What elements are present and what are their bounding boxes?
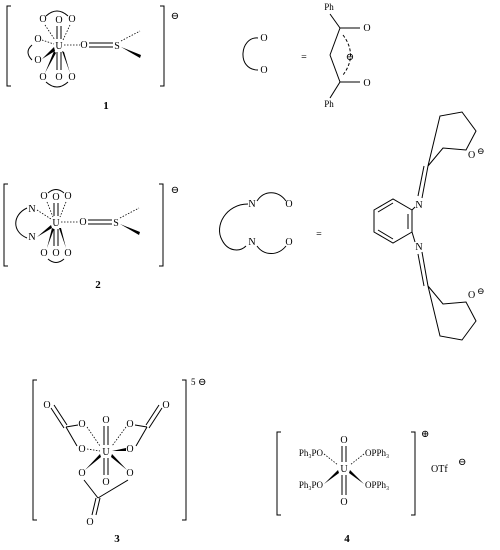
compound-4-ph3po-3: OPPh₃ [365,448,389,458]
ligand-key-2-phenolate-charge-bottom: ⊖ [477,286,485,296]
compound-2-charge: ⊖ [171,185,179,196]
compound-3-carbonate-o-8: O [126,468,133,479]
compound-1-oxo-top: O [55,15,62,26]
compound-4: ⊕ U O O Ph₃PO Ph₃PO OPPh₃ OPPh₃ OTf ⊖ 4 [276,429,466,545]
compound-2-bracket-right [159,183,164,267]
ligand-key-1-o-carbonyl-2: O [363,78,370,89]
compound-3-uranium: U [102,447,110,458]
compound-3-oxo-bottom: O [102,477,109,488]
compound-4-oxo-bottom: O [340,497,347,508]
ligand-key-1-charge: ⊖ [346,52,354,63]
ligand-key-2-phenolate-o-bottom: O [468,290,475,301]
compound-3-bracket-right [182,379,187,521]
compound-3-charge-symbol: ⊖ [198,377,206,388]
compound-1-charge: ⊖ [171,11,179,22]
compound-1-acac-o-6: O [39,72,46,83]
compound-2-o-ligand-4: O [64,248,71,259]
compound-3-carbonate-o-4: O [162,400,169,411]
compound-1-acac-o-2: O [39,14,46,25]
compound-4-counterion-charge: ⊖ [458,457,466,468]
ligand-key-2-chain [219,203,249,251]
ligand-key-1-ph-top: Ph [324,2,334,12]
compound-2-bracket-left [3,183,8,267]
compound-4-oxo-top: O [340,435,347,446]
compound-3-carbonate-o-6: O [126,444,133,455]
compound-2-sulfur: S [113,218,119,229]
ligand-key-2-phenolate-o-top: O [468,150,475,161]
compound-1-number: 1 [103,100,109,112]
ligand-key-2-n-bottom: N [248,237,255,248]
ligand-key-2-phenol-ring-bottom [427,285,477,341]
ligand-key-2-phenolate-charge-top: ⊖ [477,146,485,156]
compound-3-oxo-top: O [102,415,109,426]
compound-4-uranium: U [340,464,348,475]
compound-4-ph3po-2: Ph₃PO [299,480,324,490]
compound-3: 5 ⊖ U O O O O O O O O O O O 3 [32,377,206,545]
compound-4-ph3po-4: OPPh₃ [365,480,389,490]
compound-3-carbonate-o-7: O [78,468,85,479]
compound-3-number: 3 [114,533,120,545]
compound-2-oxo-bottom: O [52,248,59,259]
compound-2: ⊖ U O O O O O O N N O S 2 [3,183,179,291]
compound-4-ph3po-1: Ph₃PO [299,448,324,458]
ligand-key-1-o-carbonyl-1: O [363,23,370,34]
compound-3-carbonate-o-2: O [78,419,85,430]
compound-2-o-ligand-1: O [40,191,47,202]
compound-4-bracket-right [411,431,416,516]
compound-2-uranium: U [52,218,60,229]
ligand-key-2-o-bottom: O [285,237,292,248]
compound-2-o-ligand-2: O [64,191,71,202]
compound-2-nitrogen-2: N [28,232,35,243]
compound-1-acac-o-4: O [34,55,41,66]
ligand-key-2-phenol-ring-top [427,111,477,167]
compound-3-carbonate-o-3: O [78,444,85,455]
compound-2-o-ligand-3: O [40,248,47,259]
ligand-key-2-o-top: O [285,199,292,210]
ligand-key-2-equals: = [316,229,322,240]
compound-4-number: 4 [344,533,350,545]
compound-4-counterion: OTf [431,464,448,475]
ligand-key-1-o-bottom: O [260,65,267,76]
compound-2-number: 2 [95,279,101,291]
compound-1-acac-o-1: O [68,14,75,25]
compound-3-carbonate-o-9: O [86,517,93,528]
compound-1-uranium: U [55,41,63,52]
compound-1: ⊖ U O O O O O O O O O S 1 [6,5,179,112]
compound-1-dmso-o: O [80,40,87,51]
ligand-key-1-equals: = [301,52,307,63]
compound-3-carbonate-o-1: O [43,400,50,411]
compound-2-nitrogen-1: N [28,204,35,215]
ligand-key-1-o-top: O [260,33,267,44]
compound-3-bracket-left [32,379,37,521]
compound-1-bracket-left [6,5,11,87]
ligand-key-1-ph-bottom: Ph [324,99,334,109]
compound-4-bracket-left [276,431,281,516]
ligand-key-2-imine-n-top: N [415,200,422,211]
ligand-key-2-n-top: N [248,199,255,210]
compound-1-sulfur: S [114,41,120,52]
compound-3-charge-number: 5 [191,377,196,387]
ligand-key-1-arc [242,37,259,71]
ligand-key-1: O O = Ph Ph O O ⊖ [242,2,371,109]
compound-2-dmso-o: O [79,217,86,228]
compound-3-carbonate-o-5: O [126,419,133,430]
compound-1-oxo-bottom: O [55,72,62,83]
compound-1-acac-o-5: O [68,72,75,83]
compound-4-charge: ⊕ [421,429,429,440]
ligand-key-2-central-ring [373,198,413,244]
compound-2-oxo-top: O [52,192,59,203]
ligand-key-2: N N O O = N N O ⊖ O ⊖ [219,111,485,341]
compound-1-acac-o-3: O [34,34,41,45]
ligand-key-2-imine-n-bottom: N [415,242,422,253]
compound-1-bracket-right [160,5,165,87]
